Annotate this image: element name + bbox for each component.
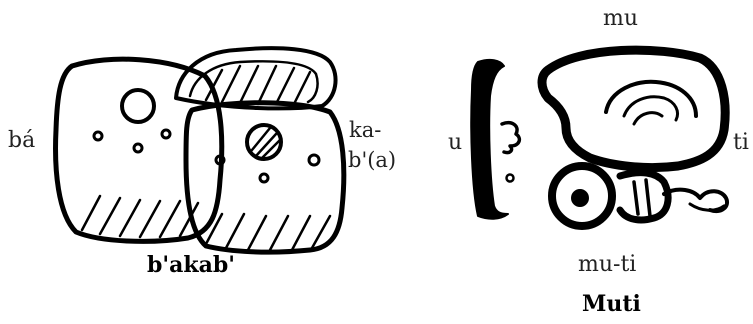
ba-large-dot xyxy=(122,90,154,122)
mu-head-outline xyxy=(542,50,725,167)
label-ba-paren: b'(a) xyxy=(348,150,396,171)
label-mu-ti: mu-ti xyxy=(578,254,636,276)
ka-hatching xyxy=(206,66,310,104)
label-u: u xyxy=(448,132,462,154)
ka-eye-circle xyxy=(247,125,281,159)
bakab-glyph xyxy=(56,48,344,252)
ba-block-outline xyxy=(56,59,222,241)
label-ka: ka- xyxy=(349,120,381,141)
ti-block xyxy=(620,173,668,220)
label-ti: ti xyxy=(733,132,749,154)
ka-bottom-hatching xyxy=(206,214,330,250)
label-mu: mu xyxy=(603,8,638,30)
muti-glyph xyxy=(471,50,727,226)
ba-hatching xyxy=(82,196,198,237)
caption-muti: Muti xyxy=(582,293,641,315)
u-small-bump xyxy=(502,123,519,153)
u-bracket xyxy=(471,60,508,219)
label-ba: bá xyxy=(8,130,35,152)
caption-bakab: b'akab' xyxy=(147,254,235,276)
